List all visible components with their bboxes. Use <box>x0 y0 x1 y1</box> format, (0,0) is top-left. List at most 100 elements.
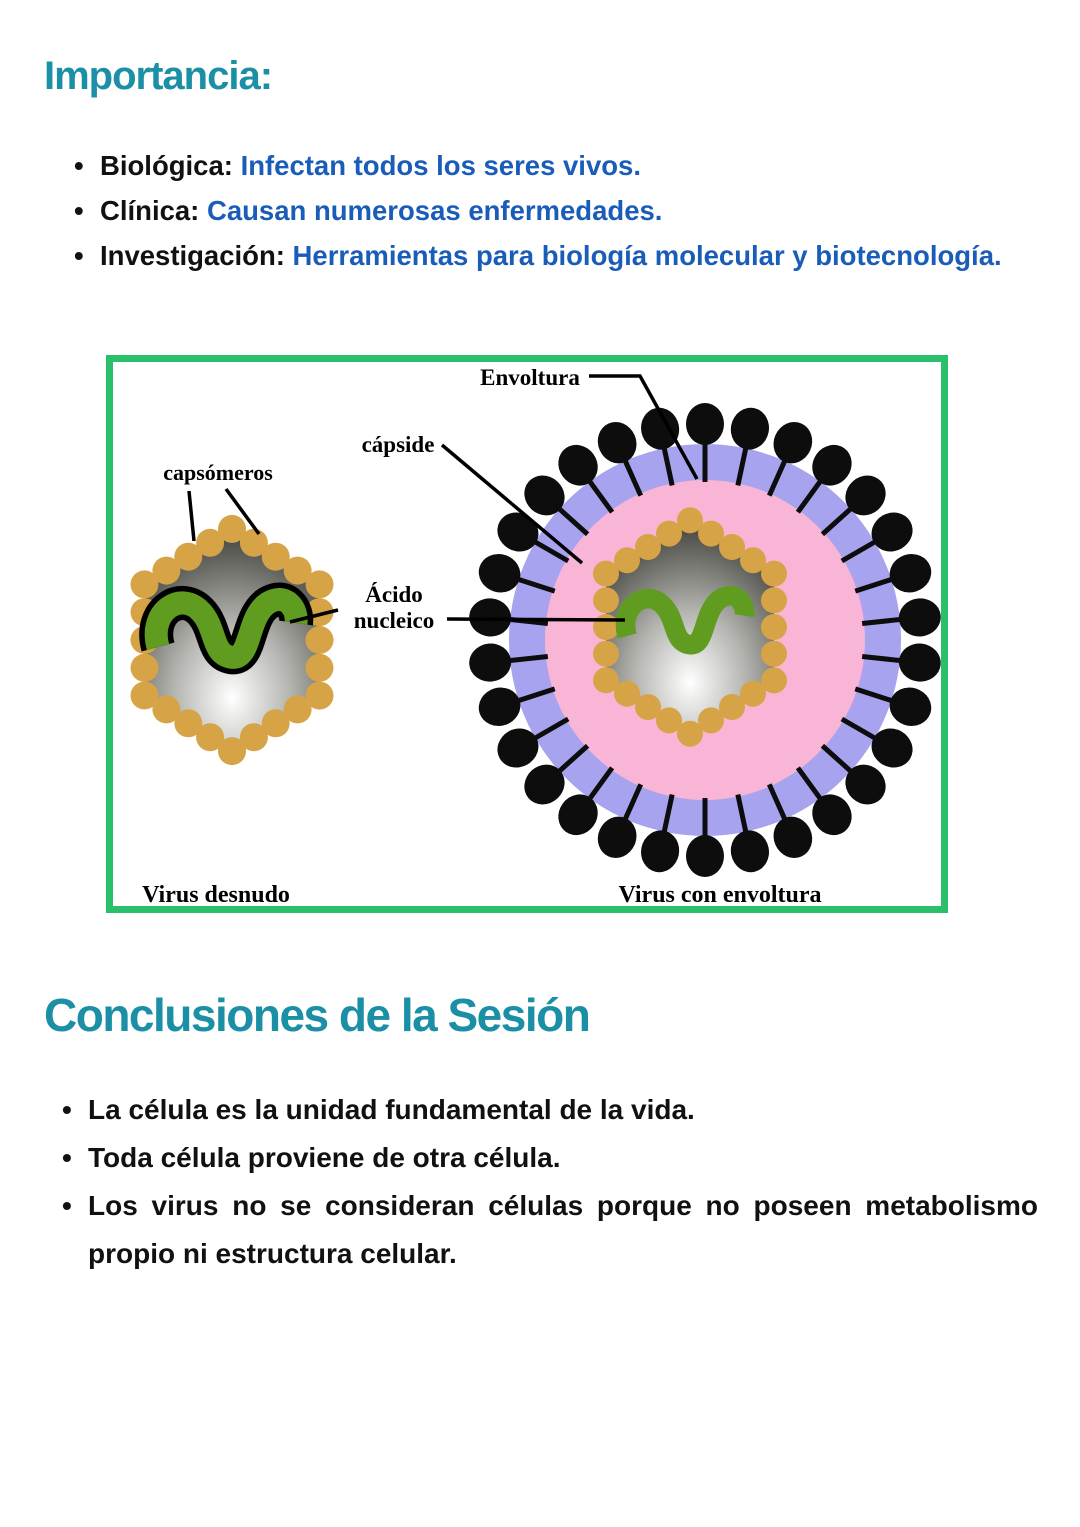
enveloped-virus-capsid <box>593 507 787 747</box>
capsomere <box>196 528 225 557</box>
spike <box>524 475 590 537</box>
capsomere <box>593 640 619 667</box>
capsomere <box>239 723 268 752</box>
capsomere <box>719 534 745 560</box>
capsomere <box>174 709 203 738</box>
bullet-text: Causan numerosas enfermedades. <box>206 195 663 226</box>
spike <box>861 643 941 682</box>
capsomere <box>761 667 787 694</box>
conclusion-text: Toda célula proviene de otra célula. <box>88 1142 561 1173</box>
label-capside: cápside <box>362 432 435 457</box>
bullet-label: Investigación: <box>100 240 285 271</box>
spike <box>597 783 644 859</box>
spike <box>597 421 644 497</box>
capsomere <box>218 514 246 543</box>
acido-pointer-line-right <box>446 617 626 622</box>
naked-virus <box>130 514 334 766</box>
capsomere <box>635 694 661 720</box>
spike <box>686 403 724 482</box>
spike <box>840 716 913 768</box>
bullet-item-biologica: Biológica: Infectan todos los seres vivo… <box>72 143 1035 188</box>
naked-virus-capsid <box>130 514 334 766</box>
label-acido-line2: nucleico <box>354 608 435 633</box>
conclusion-item: Toda célula proviene de otra célula. <box>60 1134 1038 1182</box>
capsomere <box>283 695 312 724</box>
spike <box>766 783 813 859</box>
capsomeros-pointer-line-left <box>187 490 196 542</box>
spike <box>840 512 913 564</box>
spike <box>469 643 549 682</box>
spike <box>478 554 556 594</box>
capsomere <box>677 720 703 747</box>
capsomere <box>305 653 334 682</box>
acido-pointer-line-left <box>289 608 339 624</box>
capsomere <box>635 534 661 560</box>
bullet-text: Herramientas para biología molecular y b… <box>292 240 1002 271</box>
virus-structure-figure: Envoltura cápside capsómeros Ácido nucle… <box>106 355 948 913</box>
capsomere <box>152 695 181 724</box>
spike <box>854 686 932 726</box>
bullet-label: Biológica: <box>100 150 233 181</box>
spike <box>641 407 680 486</box>
spike <box>497 512 570 564</box>
capsomere <box>698 707 724 734</box>
envoltura-pointer-line <box>589 374 699 480</box>
capsomere <box>656 520 682 547</box>
spike <box>730 407 769 486</box>
capsomeros-pointer-line-right <box>224 487 261 536</box>
capsomere <box>196 723 225 752</box>
capsomere <box>740 547 766 574</box>
capsomere <box>593 667 619 694</box>
importancia-list: Biológica: Infectan todos los seres vivo… <box>72 143 1035 278</box>
enveloped-virus <box>469 403 941 877</box>
capsomere <box>740 680 766 707</box>
conclusion-item: Los virus no se consideran células porqu… <box>60 1182 1038 1278</box>
spike <box>795 444 852 514</box>
capsomere <box>305 626 334 654</box>
capsomere <box>152 556 181 585</box>
capsomere <box>614 547 640 574</box>
capsomere <box>261 709 290 738</box>
capsomere <box>761 640 787 667</box>
spike <box>730 794 769 873</box>
capsomere <box>593 587 619 614</box>
capsomere <box>677 507 703 534</box>
nucleic-acid <box>615 585 755 655</box>
capsomere <box>761 587 787 614</box>
capsomere <box>656 707 682 734</box>
label-envoltura: Envoltura <box>480 365 580 390</box>
capsomere <box>761 614 787 640</box>
spike <box>641 794 680 873</box>
spike <box>766 421 813 497</box>
spike <box>686 798 724 877</box>
capsomere <box>174 542 203 571</box>
spike <box>497 716 570 768</box>
capsomere <box>239 528 268 557</box>
capsomere <box>719 694 745 720</box>
capside-pointer-line <box>440 443 584 565</box>
capsomere <box>614 680 640 707</box>
capsomere <box>698 520 724 547</box>
conclusion-text: Los virus no se consideran células porqu… <box>88 1190 1038 1269</box>
virus-diagram-svg: Envoltura cápside capsómeros Ácido nucle… <box>106 355 948 913</box>
spike <box>854 554 932 594</box>
capsomere <box>593 614 619 640</box>
spike <box>795 766 852 836</box>
spike <box>478 686 556 726</box>
conclusiones-heading: Conclusiones de la Sesión <box>44 989 591 1041</box>
envelope-spikes <box>469 403 941 877</box>
capsomere <box>130 681 159 710</box>
bullet-label: Clínica: <box>100 195 200 226</box>
bullet-item-clinica: Clínica: Causan numerosas enfermedades. <box>72 188 1035 233</box>
conclusiones-list: La célula es la unidad fundamental de la… <box>60 1086 1038 1278</box>
conclusion-item: La célula es la unidad fundamental de la… <box>60 1086 1038 1134</box>
capsomere <box>261 542 290 571</box>
capsomere <box>761 560 787 587</box>
spike <box>524 743 590 805</box>
caption-virus-con-envoltura: Virus con envoltura <box>618 882 821 908</box>
importancia-heading: Importancia: <box>44 54 273 98</box>
label-acido-line1: Ácido <box>365 582 423 607</box>
capsomere <box>593 560 619 587</box>
spike <box>558 766 615 836</box>
